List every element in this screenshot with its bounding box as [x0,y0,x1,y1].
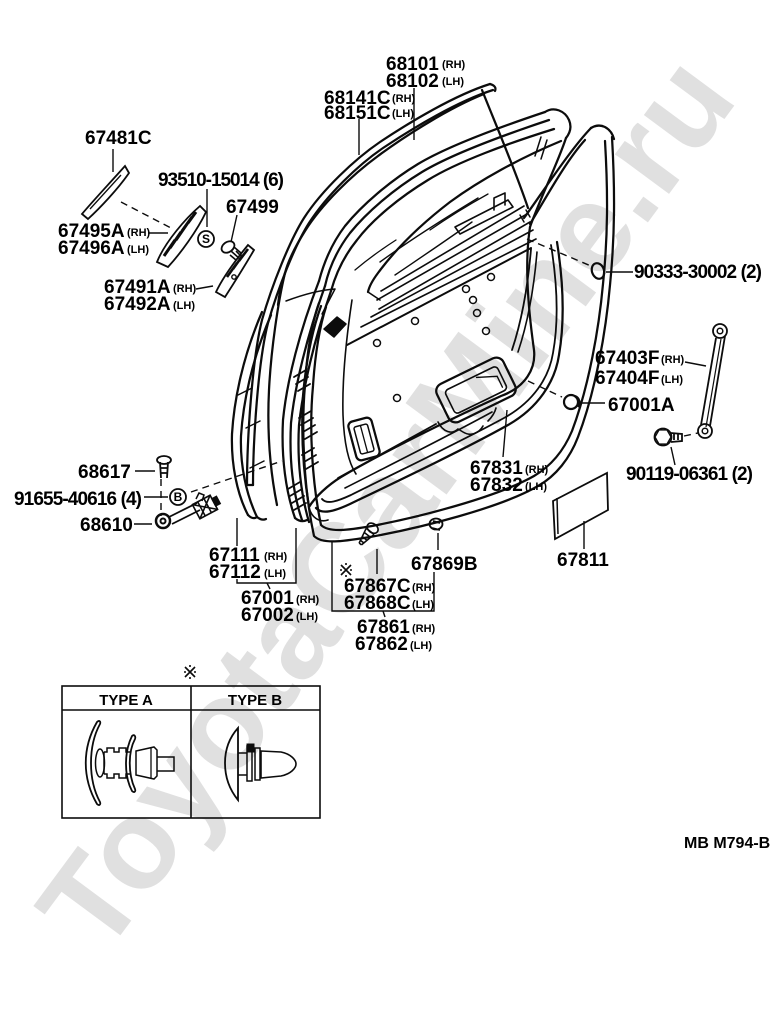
svg-text:S: S [202,232,210,246]
svg-text:68617: 68617 [78,462,131,483]
svg-text:TYPE A: TYPE A [99,692,153,709]
svg-text:67492A: 67492A [104,294,171,315]
svg-text:67491A: 67491A [104,277,171,298]
svg-text:68151C: 68151C [324,103,391,124]
svg-text:67811: 67811 [557,550,609,571]
svg-text:67831: 67831 [470,458,523,479]
svg-text:67001A: 67001A [608,395,675,416]
svg-text:B: B [174,490,183,504]
svg-text:67832: 67832 [470,475,523,496]
svg-text:67499: 67499 [226,197,279,218]
svg-text:90119-06361 (2): 90119-06361 (2) [626,464,753,485]
svg-text:68102: 68102 [386,71,439,92]
svg-text:(LH): (LH) [296,611,318,623]
svg-text:(LH): (LH) [661,374,683,386]
svg-text:(LH): (LH) [392,108,414,120]
svg-text:91655-40616 (4): 91655-40616 (4) [14,489,142,510]
svg-text:67862: 67862 [355,634,408,655]
svg-text:(RH): (RH) [412,582,436,594]
svg-text:67495A: 67495A [58,221,125,242]
svg-text:(RH): (RH) [661,354,685,366]
svg-text:TYPE B: TYPE B [228,692,282,709]
svg-text:67869B: 67869B [411,554,478,575]
svg-text:67111: 67111 [209,545,260,566]
svg-text:(RH): (RH) [525,464,549,476]
svg-text:67868C: 67868C [344,593,411,614]
svg-text:(LH): (LH) [410,640,432,652]
svg-text:93510-15014 (6): 93510-15014 (6) [158,170,284,191]
svg-text:(LH): (LH) [525,481,547,493]
svg-text:(LH): (LH) [127,244,149,256]
svg-text:(RH): (RH) [264,551,288,563]
svg-text:67867C: 67867C [344,576,411,597]
svg-text:67496A: 67496A [58,238,125,259]
svg-text:67861: 67861 [357,617,410,638]
svg-text:67112: 67112 [209,562,261,583]
svg-text:67001: 67001 [241,588,294,609]
svg-text:(RH): (RH) [296,594,320,606]
svg-text:MB M794-B: MB M794-B [684,835,770,852]
svg-text:(LH): (LH) [442,76,464,88]
svg-text:68141C: 68141C [324,88,391,109]
svg-text:(RH): (RH) [442,59,466,71]
svg-text:(RH): (RH) [173,283,197,295]
svg-text:(LH): (LH) [412,599,434,611]
svg-text:(RH): (RH) [412,623,436,635]
svg-text:(RH): (RH) [127,227,151,239]
svg-text:67404F: 67404F [595,368,659,389]
svg-text:(LH): (LH) [173,300,195,312]
svg-text:67002: 67002 [241,605,294,626]
svg-text:(RH): (RH) [392,93,416,105]
svg-text:68610: 68610 [80,515,133,536]
svg-text:67481C: 67481C [85,128,152,149]
svg-text:67403F: 67403F [595,348,659,369]
svg-text:68101: 68101 [386,54,439,75]
svg-text:90333-30002 (2): 90333-30002 (2) [634,262,762,283]
svg-text:(LH): (LH) [264,568,286,580]
